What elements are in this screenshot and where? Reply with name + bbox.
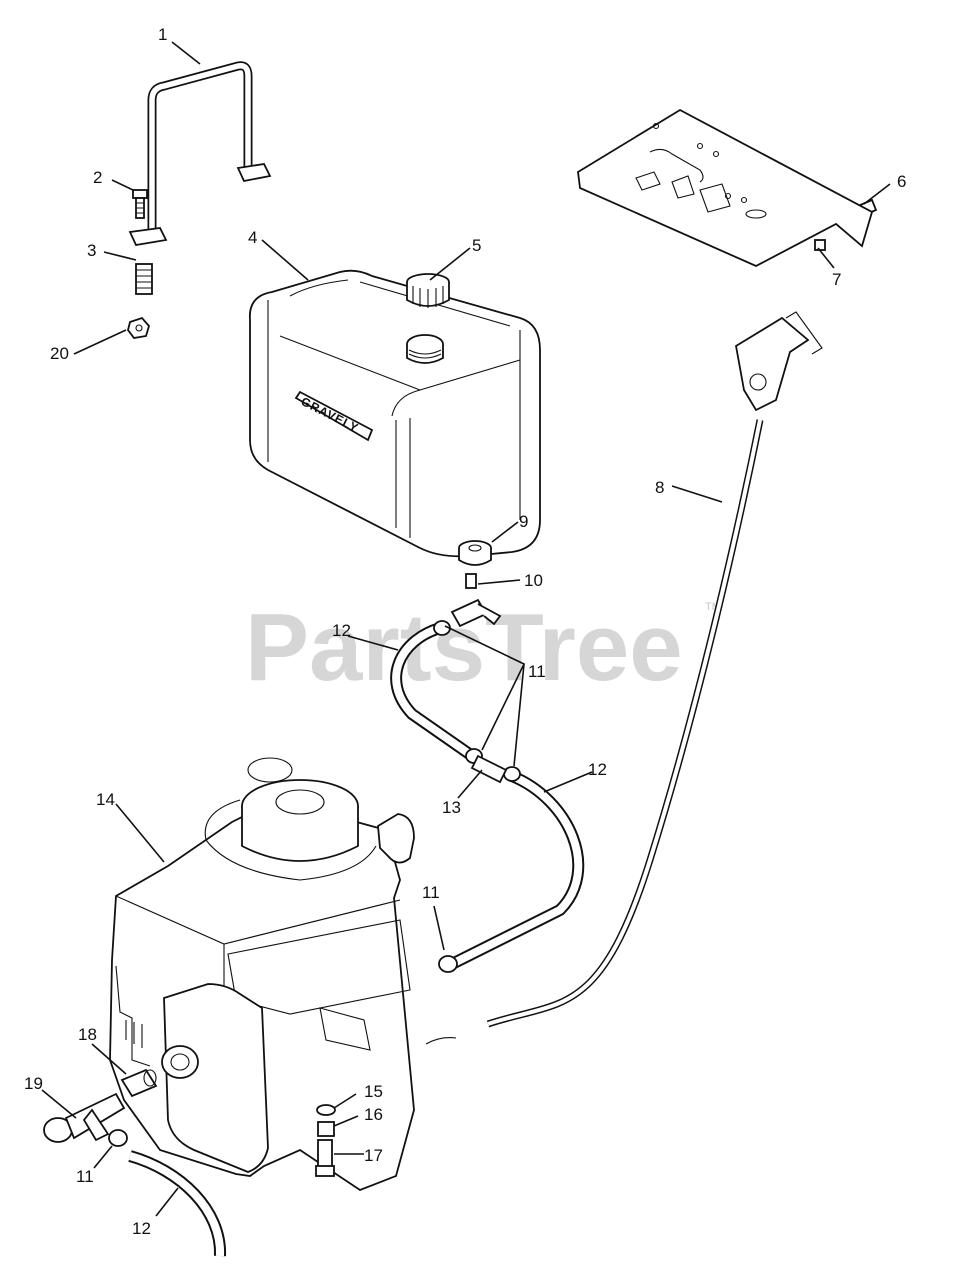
part-panel-nut (814, 239, 826, 251)
part-nut (127, 316, 151, 339)
part-flat-washer (316, 1104, 336, 1116)
part-fuel-line-lower (128, 1150, 227, 1257)
part-connector (470, 754, 508, 784)
part-tee-valve (43, 1092, 126, 1143)
callout-4: 4 (248, 228, 257, 247)
part-grommet (458, 540, 492, 566)
part-tank-strap (128, 61, 272, 247)
part-fitting (120, 1068, 158, 1098)
callout-6: 6 (897, 172, 906, 191)
callout-17: 17 (364, 1146, 383, 1165)
part-fuel-tank: GRAVELY (249, 269, 541, 558)
callout-11-middle: 11 (422, 883, 440, 902)
callout-18: 18 (78, 1025, 97, 1044)
callout-19: 19 (24, 1074, 43, 1093)
callout-16: 16 (364, 1105, 383, 1124)
part-fuel-cap (406, 273, 450, 308)
part-bolt (132, 189, 148, 219)
part-mount-bolt (315, 1139, 335, 1177)
part-lock-washer (135, 263, 153, 295)
callout-10: 10 (524, 571, 543, 590)
part-hose-clamp-lower (438, 955, 458, 973)
callout-20: 20 (50, 344, 69, 363)
callout-12-middle: 12 (588, 760, 607, 779)
callout-1: 1 (158, 25, 167, 44)
part-fuel-line-upper (390, 622, 482, 765)
leader-lines (41, 41, 891, 1217)
callout-11-bottom: 11 (76, 1167, 94, 1186)
callout-13: 13 (442, 798, 461, 817)
callout-11-top: 11 (528, 662, 546, 681)
part-hose-clamp-bottom (108, 1129, 128, 1147)
callout-7: 7 (832, 270, 841, 289)
callout-15: 15 (364, 1082, 383, 1101)
callout-5: 5 (472, 236, 481, 255)
callout-12-bottom: 12 (132, 1219, 151, 1238)
part-control-panel (577, 108, 874, 267)
part-spring-washer (317, 1121, 335, 1137)
callout-12-top: 12 (332, 621, 351, 640)
callouts: 1 2 3 20 4 5 6 7 8 9 10 12 11 12 13 14 1… (24, 25, 906, 1238)
part-hose-clamp-mid-right (503, 766, 521, 782)
callout-3: 3 (87, 241, 96, 260)
callout-2: 2 (93, 168, 102, 187)
callout-14: 14 (96, 790, 115, 809)
part-throttle-cable (425, 311, 823, 1045)
part-fuel-line-middle (445, 770, 585, 972)
callout-9: 9 (519, 512, 528, 531)
part-engine (109, 757, 415, 1192)
part-shutoff-valve (450, 573, 502, 628)
callout-8: 8 (655, 478, 664, 497)
